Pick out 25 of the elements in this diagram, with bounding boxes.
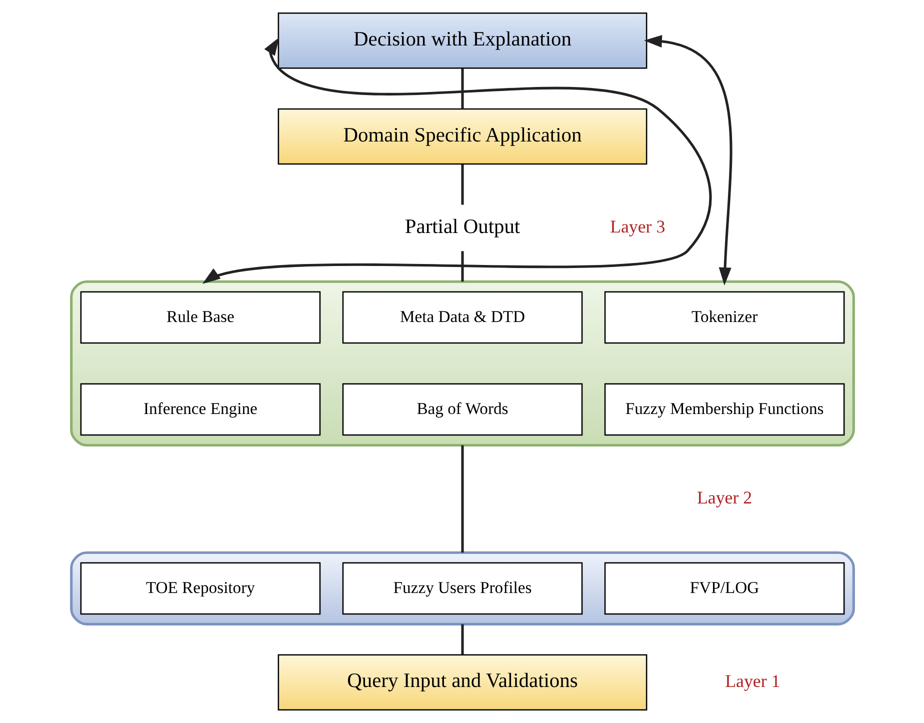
node-box: Inference Engine — [80, 383, 320, 436]
node-box: Bag of Words — [342, 383, 582, 436]
node-box: Decision with Explanation — [277, 12, 647, 69]
node-box: Fuzzy Users Profiles — [342, 562, 582, 615]
arrow — [644, 35, 732, 286]
label: Layer 1 — [724, 671, 780, 692]
label: Layer 2 — [696, 488, 752, 508]
cluster — [70, 551, 854, 626]
node-box: FVP/LOG — [604, 562, 844, 615]
connector — [460, 68, 464, 109]
node-box: Query Input and Validations — [277, 654, 647, 710]
node-box: TOE Repository — [80, 562, 320, 615]
connector — [460, 624, 464, 655]
label: Layer 3 — [610, 216, 665, 237]
node-box: Rule Base — [80, 291, 320, 344]
arrow — [202, 37, 711, 284]
node-box: Meta Data & DTD — [342, 291, 582, 344]
connector — [460, 445, 464, 553]
node-text: Partial Output — [404, 216, 520, 238]
cluster — [70, 280, 854, 446]
connector — [460, 251, 464, 282]
connector — [460, 164, 464, 205]
node-box: Tokenizer — [604, 291, 844, 344]
node-box: Fuzzy Membership Functions — [604, 383, 844, 436]
node-box: Domain Specific Application — [277, 108, 647, 165]
